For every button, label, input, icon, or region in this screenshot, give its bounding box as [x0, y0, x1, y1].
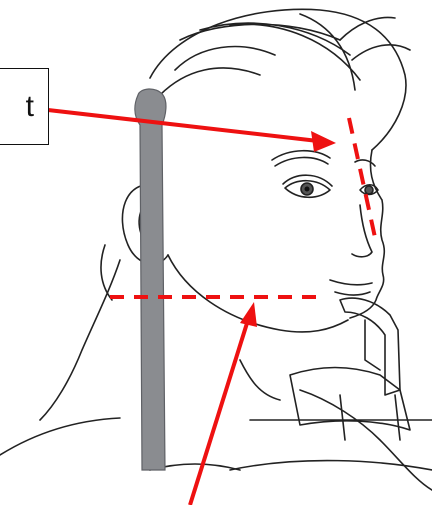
head-outline: [150, 9, 406, 150]
head-support-rod: [135, 89, 166, 470]
mouth: [330, 280, 372, 285]
hair-strands: [160, 14, 360, 95]
jaw-line: [168, 255, 348, 332]
forehead-arrow-head: [311, 131, 336, 152]
nose: [352, 205, 372, 257]
eyebrow-left: [272, 151, 330, 160]
occlusal-arrow-head: [240, 302, 257, 327]
callout-label: t: [0, 68, 49, 145]
callout-text: t: [26, 90, 34, 124]
shoulder-right: [300, 390, 432, 490]
neck-line: [40, 260, 120, 420]
forehead-arrow: [48, 110, 318, 141]
shoulder-left: [0, 418, 120, 455]
bite-block: [340, 298, 400, 395]
occlusal-arrow: [190, 320, 248, 505]
eyebrow-right: [355, 160, 375, 166]
